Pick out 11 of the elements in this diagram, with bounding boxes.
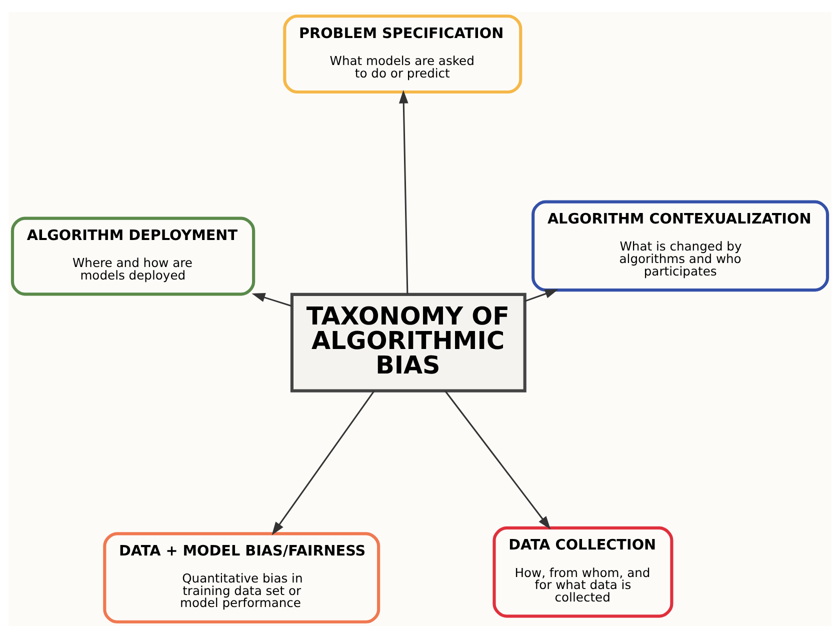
node-box: DATA + MODEL BIAS/FAIRNESS Quantitative bias in training data set or model performance xyxy=(103,532,380,623)
arrow xyxy=(524,288,558,302)
node-box: ALGORITHM CONTEXUALIZATION What is changed by algorithms and who participates xyxy=(532,200,830,292)
arrow xyxy=(252,292,292,306)
node-box: ALGORITHM DEPLOYMENT Where and how are models deployed xyxy=(10,216,256,296)
node-box: PROBLEM SPECIFICATION What models are asked to do or predict xyxy=(283,14,522,94)
arrow xyxy=(272,390,375,535)
arrow xyxy=(444,390,551,530)
node-box: TAXONOMY OF ALGORITHMIC BIAS xyxy=(290,292,526,392)
arrow xyxy=(398,90,408,294)
node-box: DATA COLLECTION How, from whom, and for what data is collected xyxy=(492,526,674,618)
